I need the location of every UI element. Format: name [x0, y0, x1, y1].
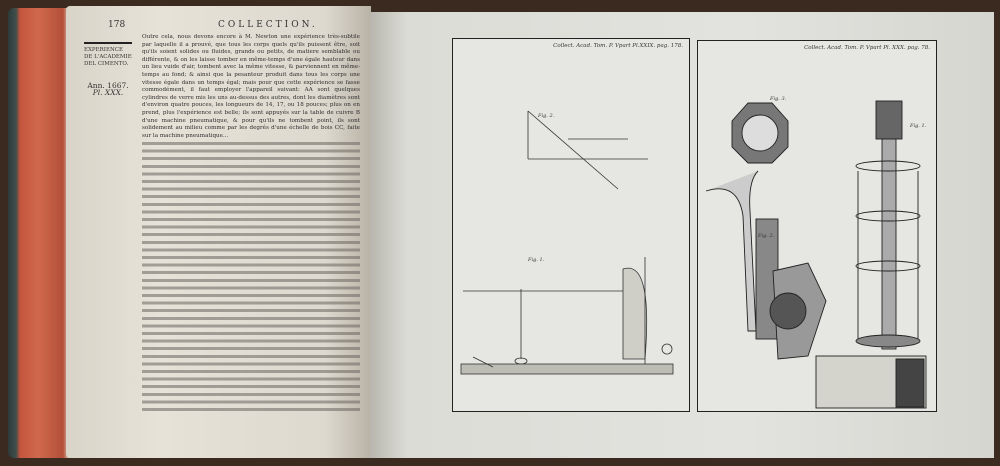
body-text-continued — [142, 142, 360, 414]
running-title: COLLECTION. — [218, 20, 318, 30]
plate-caption: Collect. Acad. Tom. P. Vpart Pl.XXIX. pa… — [553, 43, 683, 49]
figure-label: Fig. 2. — [538, 113, 555, 119]
figure-label: Fig. 1. — [910, 123, 927, 129]
body-text: Outre cela, nous devons encore à M. Newt… — [142, 34, 360, 139]
plate-xxix-engraving — [460, 110, 674, 375]
plate-caption: Collect. Acad. Tom. P. Vpart Pl. XXX. pa… — [804, 45, 930, 51]
book-fore-edge — [8, 8, 70, 458]
plate-xxx: Collect. Acad. Tom. P. Vpart Pl. XXX. pa… — [697, 40, 937, 412]
margin-year: Ann. 1667. — [87, 81, 129, 90]
margin-note: EXPERIENCE DE L'ACADEMIE DEL CIMENTO. An… — [84, 42, 132, 96]
text-column: Outre cela, nous devons encore à M. Newt… — [142, 34, 360, 414]
page-number: 178 — [108, 20, 126, 30]
plate-xxx-engraving — [705, 100, 927, 409]
figure-label: Fig. 2. — [758, 233, 775, 239]
page-header: 178 COLLECTION. — [108, 20, 315, 30]
margin-heading: EXPERIENCE DE L'ACADEMIE DEL CIMENTO. — [84, 47, 132, 67]
plate-xxix: Collect. Acad. Tom. P. Vpart Pl.XXIX. pa… — [452, 38, 690, 412]
margin-plate-ref: Pl. XXX. — [92, 88, 124, 97]
figure-label: Fig. 1. — [528, 257, 545, 263]
figure-label: Fig. 3. — [770, 96, 787, 102]
